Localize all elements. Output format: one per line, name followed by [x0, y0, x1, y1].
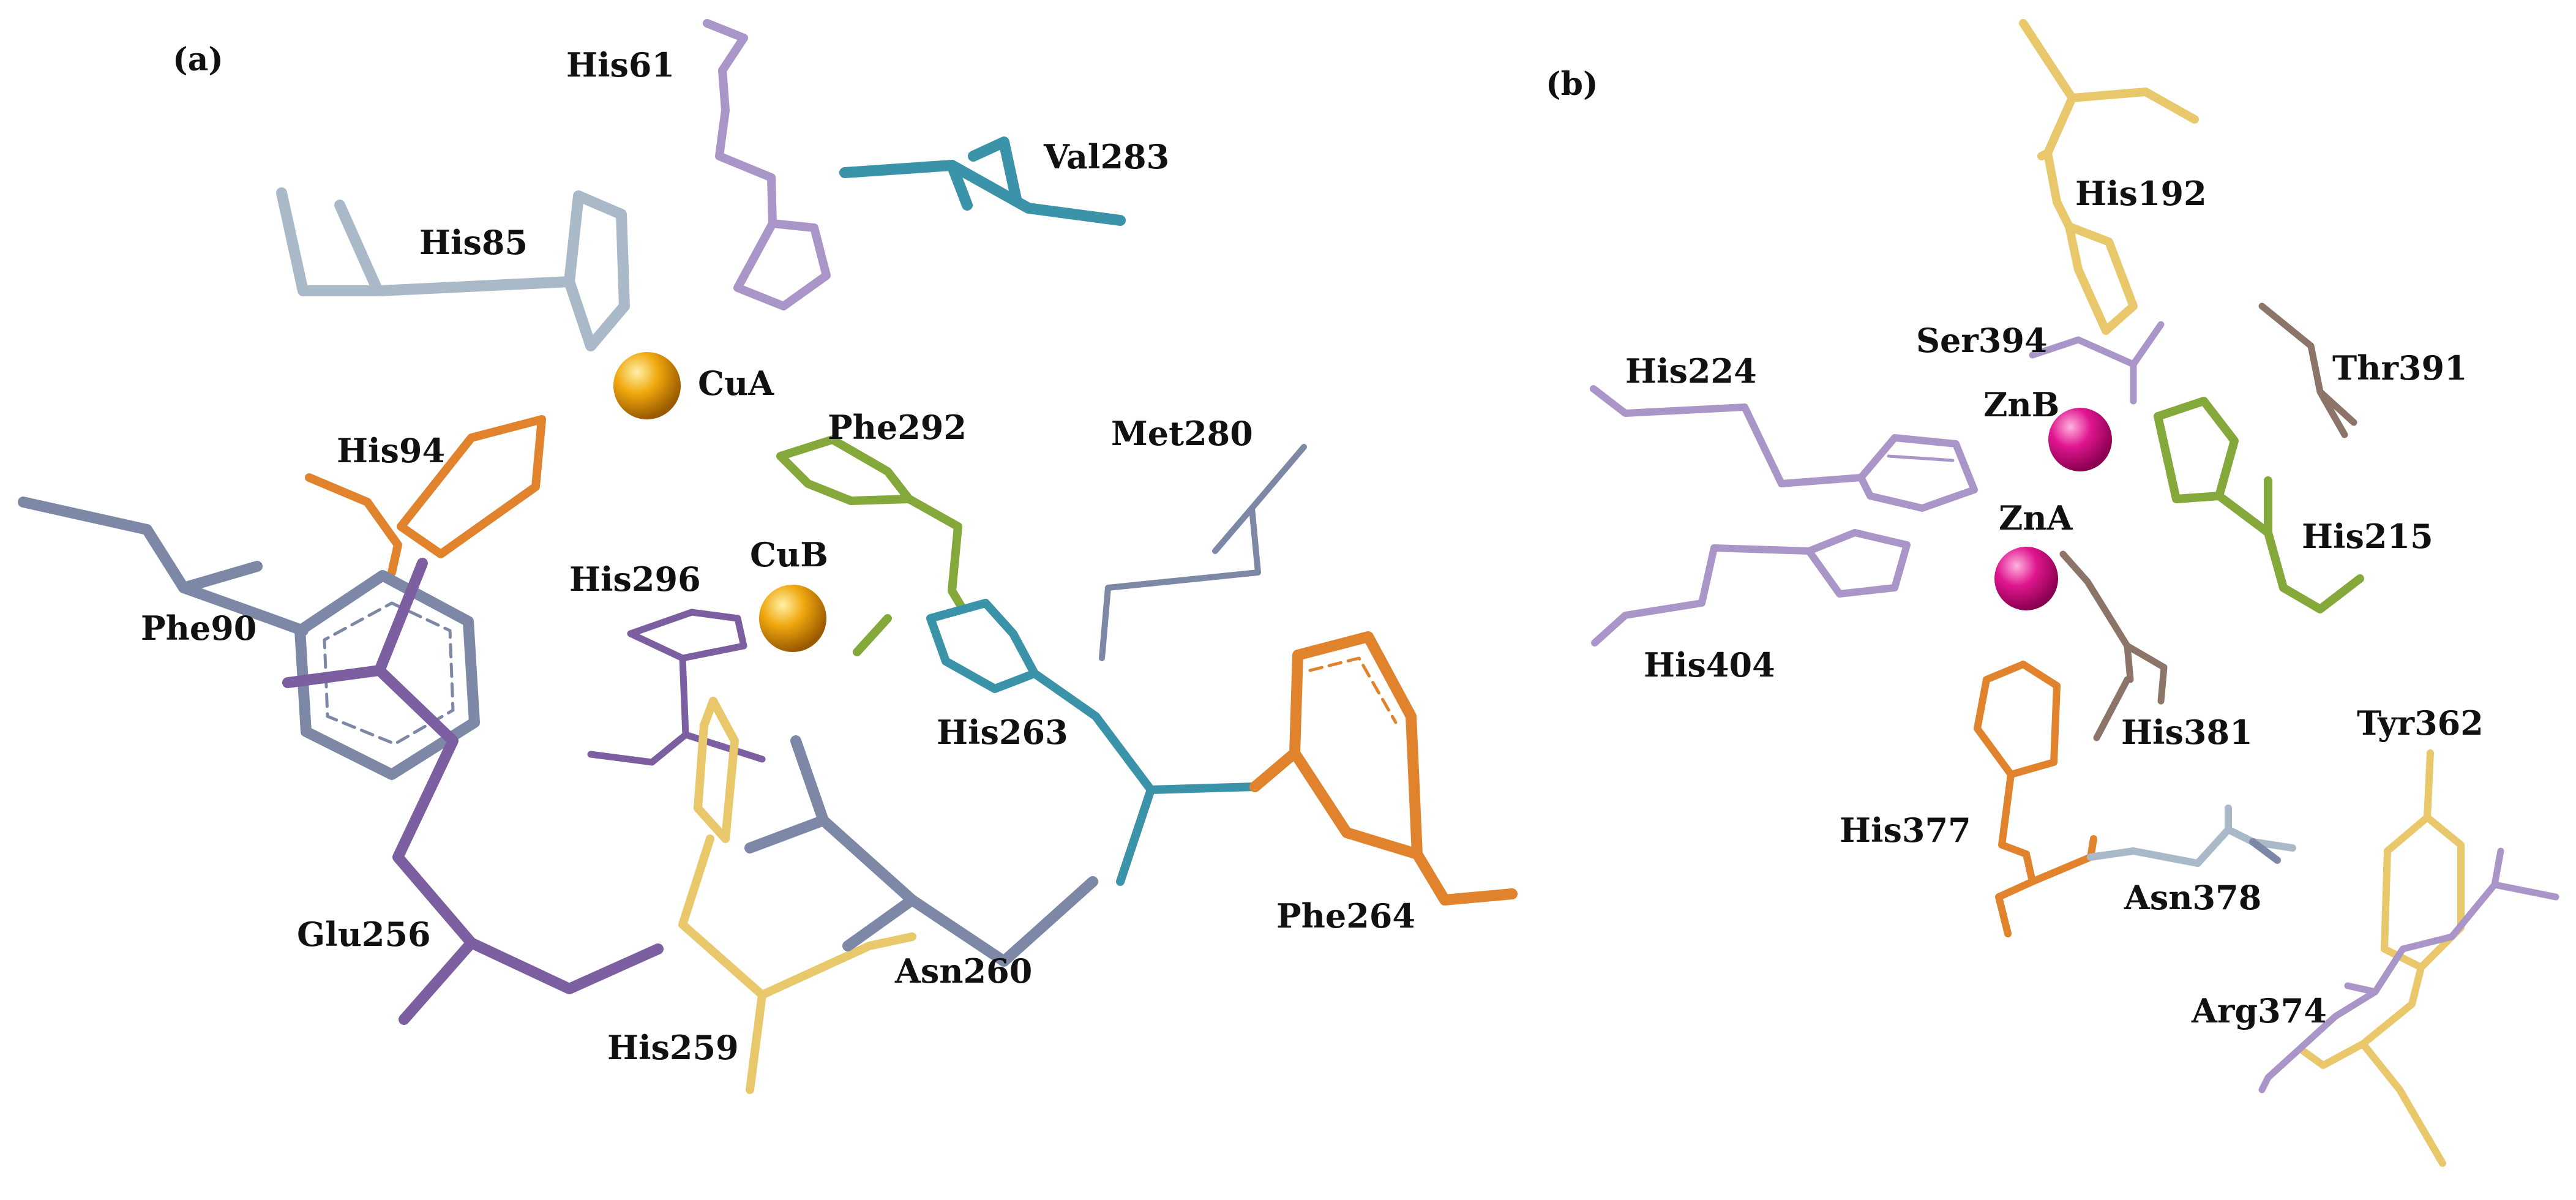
tyr362-residue — [2298, 749, 2465, 1167]
tyr362-label: Tyr362 — [2357, 703, 2484, 743]
zna-metal — [1994, 547, 2058, 610]
his259-label: His259 — [607, 1028, 739, 1067]
thr391-residue — [2258, 302, 2357, 438]
glu256-label: Glu256 — [297, 915, 431, 954]
val283-label: Val283 — [1043, 137, 1169, 176]
his263-residue — [926, 599, 1259, 886]
phe292-label: Phe292 — [828, 408, 967, 447]
cua-metal — [613, 352, 681, 419]
met280-residue — [1099, 444, 1307, 661]
his263-label: His263 — [937, 713, 1068, 752]
asn260-label: Asn260 — [894, 951, 1032, 991]
ser394-label: Ser394 — [1916, 321, 2048, 360]
znb-label: ZnB — [1983, 385, 2059, 424]
val283-residue — [839, 137, 1126, 226]
glu256-residue — [282, 558, 664, 1025]
his61-label: His61 — [566, 45, 675, 84]
phe90-residue — [18, 497, 480, 780]
asn260-residue — [744, 735, 1098, 967]
his94-label: His94 — [337, 431, 445, 470]
asn378-label: Asn378 — [2124, 878, 2261, 917]
his94-residue — [305, 415, 546, 577]
asn378-residue — [2087, 804, 2296, 867]
his377-label: His377 — [1840, 811, 1971, 850]
znb-metal — [2048, 408, 2112, 471]
his224-residue — [1590, 385, 1978, 512]
zna-label: ZnA — [1999, 498, 2073, 538]
arg374-residue — [2258, 847, 2559, 1093]
his381-residue — [2059, 550, 2168, 741]
his192-residue — [2019, 19, 2199, 335]
his192-label: His192 — [2075, 174, 2207, 213]
phe264-residue — [1249, 631, 1518, 906]
panel-a: (a) His61 Val283 His85 CuA His94 Phe292 … — [18, 19, 1518, 1094]
cub-metal — [759, 585, 826, 652]
panel-b: (b) His192 Ser394 Thr391 His224 ZnB His2… — [1546, 19, 2559, 1167]
his381-label: His381 — [2121, 713, 2253, 752]
his61-residue — [703, 19, 831, 310]
his215-residue — [2154, 397, 2364, 613]
panel-a-label: (a) — [173, 41, 223, 78]
cub-label: CuB — [750, 535, 828, 574]
arg374-label: Arg374 — [2191, 991, 2327, 1030]
his404-residue — [1591, 529, 1911, 647]
his296-label: His296 — [569, 560, 701, 599]
phe292-residue — [776, 435, 965, 656]
met280-label: Met280 — [1111, 414, 1253, 453]
ser394-residue — [2029, 321, 2165, 405]
his85-residue — [276, 187, 630, 351]
cua-label: CuA — [698, 364, 774, 403]
his85-label: His85 — [419, 223, 528, 262]
his259-residue — [678, 697, 916, 1094]
his215-label: His215 — [2302, 517, 2433, 556]
his224-label: His224 — [1625, 351, 1757, 391]
his377-residue — [1974, 661, 2097, 937]
his404-label: His404 — [1644, 645, 1775, 684]
phe90-label: Phe90 — [141, 609, 256, 648]
phe264-label: Phe264 — [1276, 896, 1415, 936]
thr391-label: Thr391 — [2332, 348, 2468, 388]
panel-b-label: (b) — [1546, 66, 1598, 103]
